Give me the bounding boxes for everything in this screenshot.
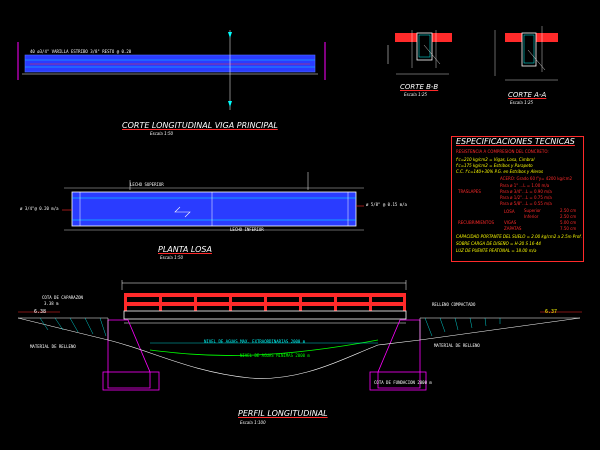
spec-concrete-header: RESISTENCIA A COMPRESION DEL CONCRETO: [456,149,549,154]
left-level-label: COTA DE CAPARAZON [42,295,83,300]
section-a-a [494,26,558,81]
section-b-b-scale: Escala 1:25 [404,92,428,97]
profile-title: PERFIL LONGITUDINAL [238,409,328,418]
slab-right-note: ø 5/8" @ 0.15 m/a [366,202,407,207]
section-a-a-title: CORTE A-A [508,91,547,99]
section-b-b [387,30,452,75]
foundation-label: COTA DE FUNDACION 2000 m [374,380,432,385]
spec-cover-label: RECUBRIMIENTOS [458,220,495,225]
slab-plan-title: PLANTA LOSA [158,245,212,254]
spec-cover-value: 2.50 cm [560,214,577,219]
right-level-label: RELLENO COMPACTADO [432,302,476,307]
spec-table: RESISTENCIA A COMPRESION DEL CONCRETO: f… [451,136,584,262]
spec-cover-value: 5.00 cm [560,220,577,225]
spec-footer-line: LUZ DE PUENTE PEATONAL = 18.00 m/a [456,248,537,253]
slab-plan-scale: Escala 1:50 [160,255,184,260]
slab-bottom-label: LECHO INFERIOR [230,227,264,232]
profile-scale: Escala 1:100 [240,420,266,425]
spec-steel-line: ACERO: Grado 60 f'y= 4200 kg/cm2 [500,176,573,181]
spec-overlap-row: Para ø 1" ...L = 1.00 m/a [500,183,550,188]
beam-longitudinal-section [17,30,326,110]
spec-footer-line: CAPACIDAD PORTANTE DEL SUELO = 2.00 kg/c… [456,234,582,239]
right-fill-label: MATERIAL DE RELLENO [434,343,480,348]
spec-cover-value: 7.50 cm [560,226,577,231]
spec-concrete-line: f'c=210 kg/cm2 = Vigas, Losa, Cimbral [456,157,535,162]
beam-note: 40 ø3/4" VARILLA ESTRIBO 3/8" RESTO @ 0.… [30,49,132,54]
spec-overlap-row: Para ø 5/8"...L = 0.55 m/a [500,201,552,206]
right-elevation: 6.37 [545,309,558,315]
left-elevation: 6.38 [34,309,47,315]
beam-section-scale: Escala 1:50 [150,131,174,136]
spec-cover-element: ZAPATAS [504,226,522,231]
section-a-a-scale: Escala 1:25 [510,100,534,105]
spec-cover-face: Inferior [524,214,539,219]
spec-concrete-line: C.C. f'c=140+30% P.G. en Estribos y Aler… [456,169,544,174]
slab-plan [62,172,364,231]
slab-top-label: LECHO SUPERIOR [130,182,164,187]
left-fill-label: MATERIAL DE RELLENO [30,344,76,349]
min-water-label: NIVEL DE AGUAS MINIMAS 2000 m [240,353,310,358]
left-level-value: 3.38 m [44,301,59,306]
section-b-b-title: CORTE B-B [400,83,439,91]
slab-left-note: ø 3/4"@ 0.20 m/a [20,206,59,211]
longitudinal-profile [17,280,582,391]
beam-section-title: CORTE LONGITUDINAL VIGA PRINCIPAL [122,121,278,130]
spec-overlap-row: Para ø 1/2"...L = 0.75 m/a [500,195,552,200]
spec-cover-element: LOSA [504,209,515,214]
spec-cover-value: 2.50 cm [560,208,577,213]
max-water-label: NIVEL DE AGUAS MAX. EXTRAORDINARIAS 2000… [204,339,306,344]
spec-title: ESPECIFICACIONES TECNICAS [456,137,575,146]
spec-cover-element: VIGAS [504,220,517,225]
spec-concrete-line: f'c=175 kg/cm2 = Estribos y Parapeto [456,163,533,168]
spec-overlap-row: Para ø 3/4"...L = 0.90 m/a [500,189,552,194]
spec-overlap-label: TRASLAPES [458,189,481,194]
spec-footer-line: SOBRE CARGA DE DISEÑO = H-20 S 16-44 [456,241,541,246]
spec-cover-face: Superior [524,208,541,213]
